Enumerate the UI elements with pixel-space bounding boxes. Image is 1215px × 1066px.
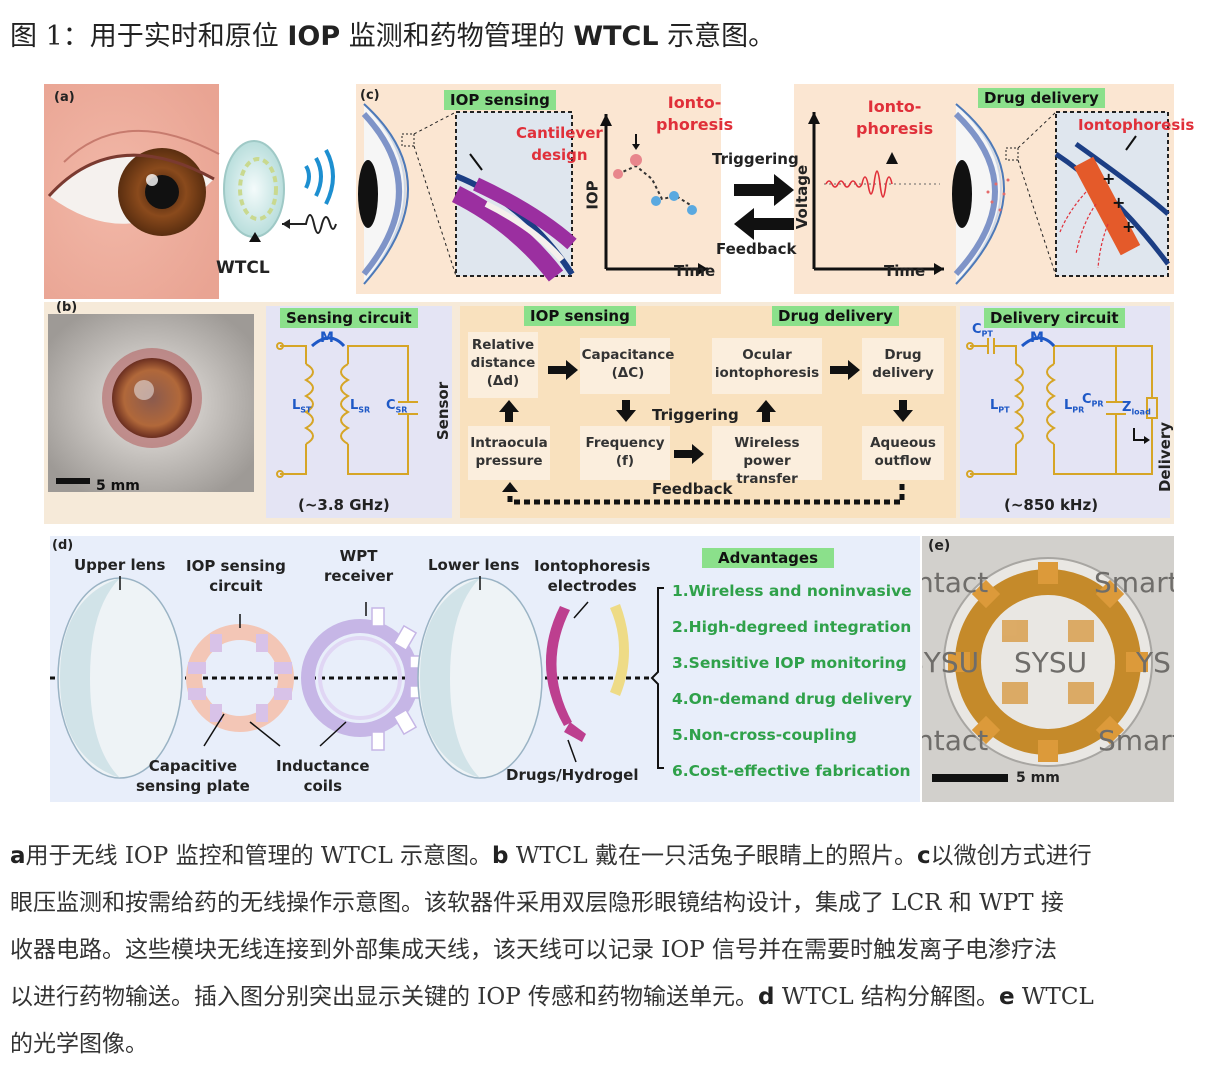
iontophoresis-inset-label: Iontophoresis — [1078, 116, 1195, 134]
figure-caption-title: 图 1：用于实时和原位 IOP 监测和药物管理的 WTCL 示意图。 — [10, 21, 776, 52]
lsr-label: LSR — [350, 398, 371, 415]
iontophoresis-label-left: Ionto-phoresis — [656, 93, 734, 134]
advantage-item: 1.Wireless and noninvasive — [672, 582, 912, 600]
svg-text:+: + — [1102, 169, 1115, 188]
device-photo — [922, 536, 1174, 802]
triggering-label: Triggering — [712, 150, 799, 168]
sensing-frequency-label: (~3.8 GHz) — [298, 496, 390, 514]
bg-word: YS — [1136, 646, 1171, 679]
upper-lens-label: Upper lens — [74, 556, 166, 574]
caption-label: 图 1： — [10, 21, 90, 52]
advantage-item: 5.Non-cross-coupling — [672, 726, 857, 744]
svg-text:+: + — [1122, 217, 1135, 236]
advantage-item: 3.Sensitive IOP monitoring — [672, 654, 907, 672]
advantage-item: 2.High-degreed integration — [672, 618, 912, 636]
bg-word: Smart — [1094, 566, 1174, 599]
bg-word: SYSU — [922, 646, 980, 679]
triggering-label-b: Triggering — [652, 406, 739, 424]
cpr-label: CPR — [1082, 392, 1104, 409]
time-axis-label-right: Time — [884, 262, 926, 280]
voltage-axis-label: Voltage — [793, 164, 812, 230]
iop-sensing-header: IOP sensing — [524, 306, 636, 326]
zload-label: Zload — [1122, 400, 1151, 417]
bg-word: SYSU — [1014, 646, 1088, 679]
panel-e: (e) ntact Smart SYSU SYSU YS ntact Smart… — [922, 536, 1174, 802]
eye-illustration — [44, 84, 337, 299]
feedback-label: Feedback — [716, 240, 797, 258]
scale-bar-label-b: 5 mm — [96, 478, 140, 494]
box-frequency: Frequency(f) — [585, 435, 665, 469]
iontophoresis-label-right: Ionto-phoresis — [856, 97, 934, 138]
bg-word: Smart — [1098, 724, 1174, 757]
bg-word: ntact — [922, 566, 989, 599]
panel-b-tag: (b) — [56, 300, 78, 315]
mutual-inductance-label: M — [320, 330, 334, 346]
lst-label: LST — [292, 398, 312, 415]
time-axis-label: Time — [674, 262, 716, 280]
feedback-label-b: Feedback — [652, 480, 733, 498]
sensor-label: Sensor — [434, 381, 453, 441]
caption-line-5: 的光学图像。 — [10, 1031, 148, 1057]
delivery-circuit-label: Delivery circuit — [984, 308, 1125, 328]
cpt-label: CPT — [972, 322, 993, 339]
caption-line-3: 收器电路。这些模块无线连接到外部集成天线，该天线可以记录 IOP 信号并在需要时… — [10, 937, 1058, 963]
panel-b: (b) 5 mm Sensing circuit M LST LSR CSR S… — [44, 300, 1175, 524]
lpr-label: LPR — [1064, 398, 1085, 415]
iop-axis-label: IOP — [583, 180, 602, 210]
panel-d-tag: (d) — [52, 538, 74, 553]
advantages-title: Advantages — [702, 548, 834, 568]
csr-label: CSR — [386, 398, 408, 415]
delivery-label: Delivery — [1156, 421, 1175, 493]
lower-lens-label: Lower lens — [428, 556, 520, 574]
caption-line-1: a用于无线 IOP 监控和管理的 WTCL 示意图。b WTCL 戴在一只活兔子… — [10, 843, 1092, 869]
panel-c-graphics: + + + — [356, 84, 1174, 294]
figure: (a) WTCL — [44, 84, 1194, 804]
delivery-frequency-label: (~850 kHz) — [1004, 496, 1099, 514]
mutual-inductance-label-right: M — [1030, 330, 1044, 346]
panel-b-graphics — [48, 306, 1170, 518]
panel-a: (a) WTCL — [44, 84, 354, 299]
caption-line-4: 以进行药物输送。插入图分别突出显示关键的 IOP 传感和药物输送单元。d WTC… — [10, 984, 1094, 1010]
panel-e-tag: (e) — [928, 538, 951, 554]
box-capacitance: Capacitance(ΔC) — [581, 347, 675, 381]
bg-word: ntact — [922, 724, 989, 757]
lpt-label: LPT — [990, 398, 1010, 415]
drug-delivery-label: Drug delivery — [978, 88, 1105, 108]
exploded-view — [50, 576, 664, 779]
advantage-item: 4.On-demand drug delivery — [672, 690, 912, 708]
iop-sensing-label: IOP sensing — [444, 90, 556, 110]
panel-c-tag: (c) — [360, 88, 380, 103]
scale-bar-label-e: 5 mm — [1016, 770, 1060, 786]
caption-line-2: 眼压监测和按需给药的无线操作示意图。该软器件采用双层隐形眼镜结构设计，集成了 L… — [10, 890, 1064, 916]
svg-text:+: + — [1112, 193, 1125, 212]
advantage-item: 6.Cost-effective fabrication — [672, 762, 911, 780]
wtcl-label: WTCL — [216, 258, 270, 278]
drug-delivery-header: Drug delivery — [772, 306, 899, 326]
panel-a-tag: (a) — [54, 90, 75, 105]
sensing-circuit-label: Sensing circuit — [280, 308, 418, 328]
drugs-hydrogel-label: Drugs/Hydrogel — [506, 766, 639, 784]
